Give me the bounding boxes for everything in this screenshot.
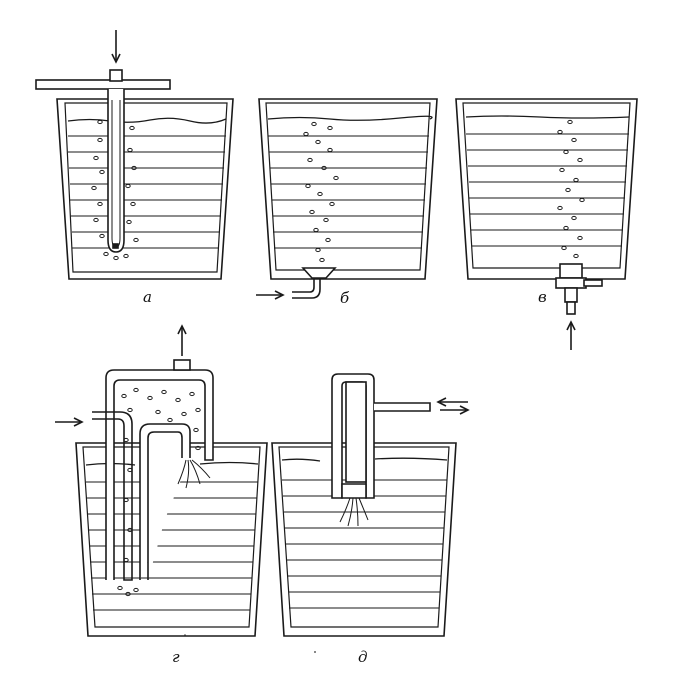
water-lines-v xyxy=(466,133,629,247)
water-lines-g xyxy=(86,481,258,611)
water-surface-d xyxy=(281,457,448,462)
rotating-arm xyxy=(35,79,171,90)
panel-d xyxy=(271,373,470,637)
panel-v xyxy=(455,98,638,350)
panel-b xyxy=(256,98,438,300)
side-pipe-d xyxy=(374,402,431,412)
water-surface-b xyxy=(267,115,433,121)
panel-label-d: д xyxy=(358,648,368,666)
tank-a xyxy=(56,98,234,280)
panel-g xyxy=(55,324,268,637)
tank-g xyxy=(75,442,268,637)
tank-v xyxy=(455,98,638,280)
tank-d xyxy=(271,442,457,637)
water-surface-v xyxy=(465,115,630,119)
ejector-hood-g xyxy=(105,369,214,580)
air-inlet-pipe-g xyxy=(92,411,133,581)
injector-v xyxy=(555,263,603,315)
air-inlet-pipe-b xyxy=(292,279,321,299)
water-surface-a xyxy=(67,117,227,124)
panel-label-b: б xyxy=(340,289,350,307)
water-lines-d xyxy=(282,479,447,609)
bubbles-b xyxy=(303,121,339,263)
return-tube-g xyxy=(139,423,191,580)
spray-d xyxy=(339,497,369,527)
u-tube-a xyxy=(107,89,125,253)
panel-label-v: в xyxy=(538,288,547,306)
bubbles-v xyxy=(557,119,585,259)
panel-label-g: г xyxy=(172,648,180,666)
water-lines-b xyxy=(268,135,429,249)
tank-b xyxy=(258,98,438,280)
water-lines-a xyxy=(68,135,226,249)
diffuser-cone-b xyxy=(301,267,337,279)
spray-g xyxy=(177,459,211,489)
panel-a xyxy=(35,30,234,280)
panel-label-a: а xyxy=(143,288,152,306)
